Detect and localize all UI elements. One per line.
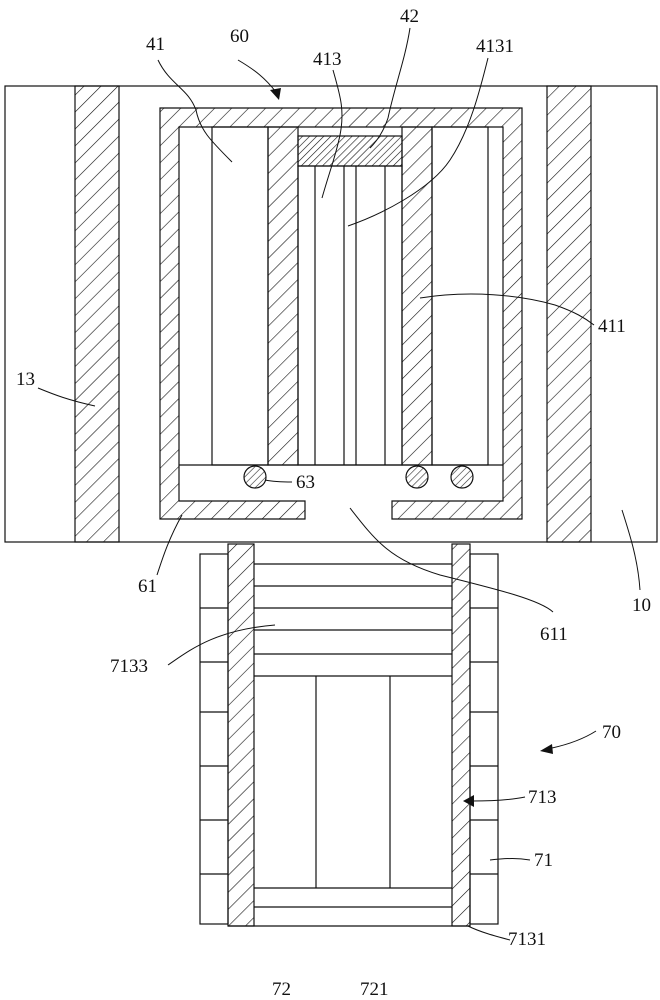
lower-unit-70: [199, 543, 499, 927]
labels: 41 60 413 42 4131 411 13 63 61 611 10 71…: [16, 6, 651, 1000]
label-713: 713: [528, 787, 557, 808]
outer-blocks-left: [199, 553, 229, 925]
label-411: 411: [598, 316, 626, 337]
label-63: 63: [296, 472, 315, 493]
label-4131: 4131: [476, 36, 514, 57]
housing-10: [4, 85, 658, 543]
inner-assembly-41: [179, 126, 503, 466]
label-611: 611: [540, 624, 568, 645]
core-413: [297, 135, 403, 466]
label-7133: 7133: [110, 656, 148, 677]
roller: [450, 465, 474, 489]
inner-wall-left: [267, 126, 299, 466]
core-72: [315, 676, 391, 888]
cap-42: [297, 135, 403, 167]
frame-61: [159, 107, 523, 520]
label-71: 71: [534, 850, 553, 871]
bottom-plates-7131: [228, 887, 470, 927]
label-10: 10: [632, 595, 651, 616]
side-wall-13: [74, 85, 120, 543]
label-413: 413: [313, 49, 342, 70]
roller: [405, 465, 429, 489]
rollers-63: [243, 465, 474, 489]
plates-7133: [254, 563, 452, 677]
label-7131: 7131: [508, 929, 546, 950]
label-60: 60: [230, 26, 249, 47]
label-61: 61: [138, 576, 157, 597]
label-72: 72: [272, 979, 291, 1000]
roller: [243, 465, 267, 489]
inner-wall-411: [401, 126, 433, 466]
label-42: 42: [400, 6, 419, 27]
label-13: 13: [16, 369, 35, 390]
side-wall-right: [546, 85, 592, 543]
sleeve-wall-left: [227, 543, 255, 927]
label-70: 70: [602, 722, 621, 743]
sleeve-wall-713: [451, 543, 471, 927]
outer-blocks-71: [469, 553, 499, 925]
leader-lines: [37, 27, 641, 941]
label-721: 721: [360, 979, 389, 1000]
label-41: 41: [146, 34, 165, 55]
